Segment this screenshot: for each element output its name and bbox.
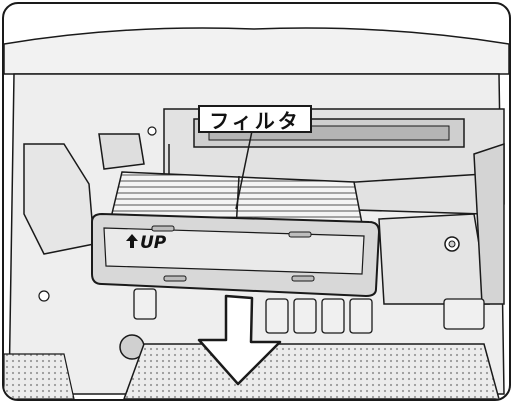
up-marking-text: UP [140,233,167,253]
pull-out-arrow-icon [197,294,282,386]
filter-callout-label: フィルタ [198,105,312,133]
up-arrow-icon [126,233,138,253]
dashboard-top [4,27,509,75]
floor-mat [123,343,500,399]
glovebox-illustration [4,27,509,399]
callout-leader [235,130,253,210]
lower-clips [133,288,485,334]
filter-up-marking: UP [126,233,166,253]
